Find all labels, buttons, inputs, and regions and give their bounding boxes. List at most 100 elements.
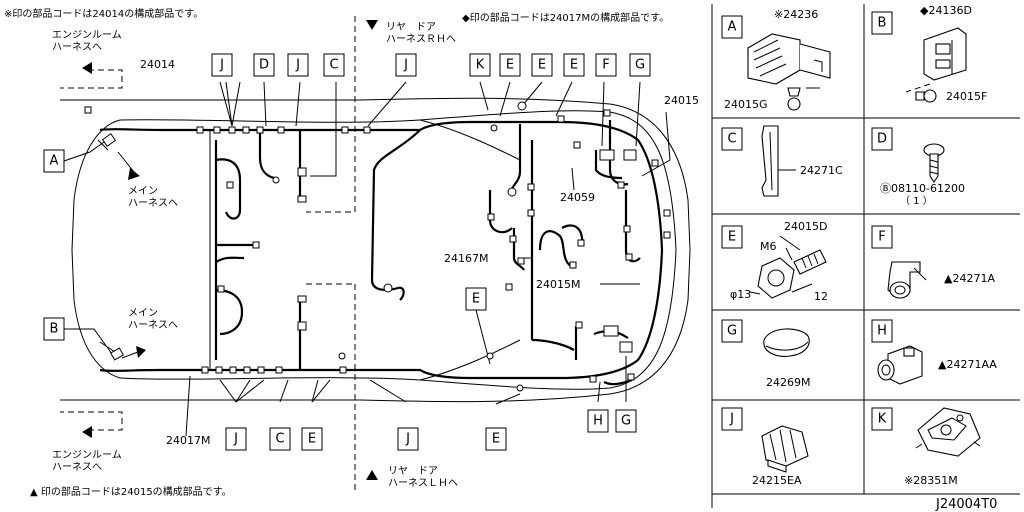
callout-e-3: E — [570, 58, 578, 73]
to-engine-room-top-1: エンジンルーム — [52, 29, 122, 41]
part-f-letter: F — [878, 230, 885, 245]
clip-24271a-icon — [887, 261, 927, 299]
callout-e-mid: E — [472, 292, 480, 307]
part-f-label: ▲24271A — [944, 272, 995, 285]
callout-a: A — [50, 154, 59, 169]
part-b-cell: B ◆24136D 24015F — [871, 4, 987, 103]
callout-e-2: E — [538, 58, 546, 73]
harness-routes — [99, 120, 664, 386]
to-rear-door-rh-1: リヤ ドア — [386, 22, 436, 33]
callout-e-5: E — [492, 432, 500, 447]
label-24017m: 24017M — [166, 434, 210, 447]
sensor-28351m-icon — [915, 407, 981, 457]
callout-c-bottom: C — [275, 432, 284, 447]
callout-e-4: E — [308, 432, 316, 447]
part-j-letter: J — [729, 412, 734, 427]
callout-d: D — [259, 58, 269, 73]
part-g-letter: G — [727, 324, 737, 339]
part-c-cell: C 24271C — [721, 125, 843, 197]
part-h-label: ▲24271AA — [938, 358, 997, 371]
part-a-letter: A — [728, 20, 737, 35]
to-engine-room-bottom-2: ハーネスへ — [52, 461, 102, 473]
callout-j-4: J — [233, 432, 238, 447]
clip-24236-icon — [747, 33, 831, 85]
nut-bolt-24015d-icon — [757, 249, 827, 299]
part-c-letter: C — [727, 132, 736, 147]
to-main-harness-a-2: ハーネスへ — [128, 197, 178, 209]
part-e-cell: E 24015D M6 φ13 12 — [721, 220, 828, 303]
part-e-label-4: 12 — [814, 290, 828, 303]
part-c-label: 24271C — [800, 164, 843, 177]
callout-g-bottom: G — [621, 414, 631, 429]
vehicle-body-outline — [60, 97, 691, 403]
part-a-label-1: ※24236 — [774, 8, 818, 21]
callout-c-top: C — [329, 58, 338, 73]
direction-arrows — [82, 20, 378, 480]
part-j-label: 24215EA — [752, 474, 802, 487]
to-main-harness-a-1: メイン — [128, 186, 158, 197]
part-d-label-2: （ 1 ） — [900, 195, 933, 207]
to-main-harness-b-2: ハーネスへ — [128, 319, 178, 331]
callout-b: B — [50, 322, 59, 337]
callout-g-top: G — [635, 58, 645, 73]
callout-j-1: J — [219, 58, 224, 73]
callout-e-1: E — [506, 58, 514, 73]
to-main-harness-b-1: メイン — [128, 308, 158, 319]
label-24167m: 24167M — [444, 252, 488, 265]
part-d-letter: D — [877, 132, 887, 147]
part-g-label: 24269M — [766, 376, 810, 389]
clip-24215ea-icon — [761, 425, 809, 473]
screw-08110-icon — [923, 143, 945, 183]
part-e-label-2: M6 — [760, 240, 777, 253]
door-boundaries — [60, 16, 356, 492]
callout-j-3: J — [403, 58, 408, 73]
label-24015: 24015 — [664, 94, 699, 107]
bolt-24015f-icon — [915, 89, 937, 103]
part-e-label-3: φ13 — [730, 288, 751, 301]
part-e-letter: E — [728, 230, 736, 245]
callout-j-5: J — [405, 432, 410, 447]
part-h-cell: H ▲24271AA — [871, 319, 997, 385]
part-e-label-1: 24015D — [784, 220, 827, 233]
callouts-top: J D J C J K E E E F G — [211, 53, 651, 77]
diagram-code: J24004T0 — [935, 497, 997, 512]
note-24017m: ◆印の部品コードは24017Mの構成部品です。 — [462, 11, 669, 24]
parts-legend — [711, 4, 1020, 508]
to-rear-door-lh-2: ハーネスＬＨへ — [388, 477, 458, 489]
part-a-cell: A ※24236 24015G — [721, 8, 831, 111]
part-h-letter: H — [877, 324, 887, 339]
note-24015: ▲ 印の部品コードは24015の構成部品です。 — [30, 485, 232, 498]
callouts-bottom: J C E J E H G — [225, 409, 637, 451]
clip-24271aa-icon — [877, 345, 923, 385]
callouts-mid: E — [465, 287, 487, 311]
part-a-label-2: 24015G — [724, 98, 768, 111]
bolt-24015g-icon — [787, 87, 801, 111]
part-b-label-2: 24015F — [946, 90, 987, 103]
to-engine-room-top-2: ハーネスへ — [52, 41, 102, 53]
part-d-cell: D Ⓑ08110-61200 （ 1 ） — [871, 127, 965, 207]
part-d-label-1: Ⓑ08110-61200 — [880, 182, 965, 195]
callouts-side: A B — [43, 133, 125, 361]
label-24059: 24059 — [560, 191, 595, 204]
part-b-label-1: ◆24136D — [920, 4, 972, 17]
callout-k: K — [476, 58, 485, 73]
label-24015m: 24015M — [536, 278, 580, 291]
to-engine-room-bottom-1: エンジンルーム — [52, 449, 122, 461]
part-g-cell: G 24269M — [721, 319, 810, 389]
part-j-cell: J 24215EA — [721, 407, 809, 487]
callout-h: H — [593, 414, 603, 429]
label-24014: 24014 — [140, 58, 175, 71]
callout-f: F — [602, 58, 609, 73]
callout-j-2: J — [295, 58, 300, 73]
part-k-label: ※28351M — [904, 474, 958, 487]
connectors — [84, 101, 671, 392]
part-k-letter: K — [878, 412, 887, 427]
part-f-cell: F ▲24271A — [871, 225, 995, 299]
part-k-cell: K ※28351M — [871, 407, 981, 487]
bracket-24271c-icon — [761, 125, 779, 197]
note-24014: ※印の部品コードは24014の構成部品です。 — [4, 7, 203, 20]
to-rear-door-lh-1: リヤ ドア — [388, 466, 438, 477]
part-b-letter: B — [878, 16, 887, 31]
grommet-24269m-icon — [763, 328, 810, 357]
